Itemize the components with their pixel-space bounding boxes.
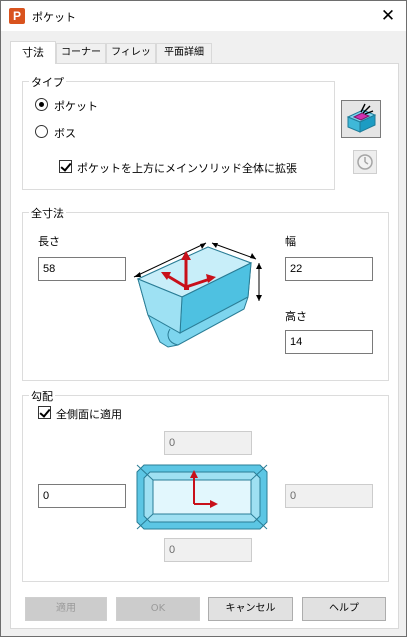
dimensions-group: 全寸法 長さ 58 幅 22 高さ 14 xyxy=(22,205,389,381)
clock-icon xyxy=(353,150,377,174)
draft-top-input[interactable]: 0 xyxy=(164,431,252,455)
type-group: タイプ ポケット ボス ポケットを上方にメインソリッド全体に拡張 xyxy=(22,74,335,190)
draft-bottom-input[interactable]: 0 xyxy=(164,538,252,562)
extend-checkbox[interactable] xyxy=(59,160,72,173)
tab-dimensions[interactable]: 寸法 xyxy=(10,41,56,64)
tab-plane-detail[interactable]: 平面詳細 xyxy=(156,43,212,63)
draft-left-input[interactable]: 0 xyxy=(38,484,126,508)
width-label: 幅 xyxy=(285,235,296,248)
apply-all-sides-checkbox[interactable] xyxy=(38,406,51,419)
height-label: 高さ xyxy=(285,310,307,323)
extend-checkbox-label: ポケットを上方にメインソリッド全体に拡張 xyxy=(77,162,297,175)
window-title: ポケット xyxy=(32,11,76,24)
help-button[interactable]: ヘルプ xyxy=(302,597,386,621)
draft-plan-diagram xyxy=(136,464,268,530)
tab-fillet[interactable]: フィレット xyxy=(106,43,156,76)
cancel-button[interactable]: キャンセル xyxy=(208,597,293,621)
length-label: 長さ xyxy=(38,235,60,248)
type-group-legend: タイプ xyxy=(29,74,66,90)
length-input[interactable]: 58 xyxy=(38,257,126,281)
draft-group-legend: 勾配 xyxy=(29,388,55,404)
apply-button[interactable]: 適用 xyxy=(25,597,107,621)
boss-radio-label: ボス xyxy=(54,127,76,140)
height-input[interactable]: 14 xyxy=(285,330,373,354)
pocket-dimension-diagram xyxy=(133,242,262,348)
tab-corner[interactable]: コーナー xyxy=(56,43,106,63)
app-icon: P xyxy=(9,8,25,24)
pocket-tool-icon xyxy=(341,100,381,138)
draft-group: 勾配 全側面に適用 0 0 0 0 xyxy=(22,388,389,582)
history-button[interactable] xyxy=(353,150,377,174)
tab-content: タイプ ポケット ボス ポケットを上方にメインソリッド全体に拡張 xyxy=(10,63,399,629)
pocket-tool-button[interactable] xyxy=(341,100,381,138)
draft-right-input[interactable]: 0 xyxy=(285,484,373,508)
pocket-radio[interactable] xyxy=(35,98,48,111)
title-bar: P ポケット ✕ xyxy=(1,1,406,31)
close-button[interactable]: ✕ xyxy=(380,6,396,26)
dimensions-group-legend: 全寸法 xyxy=(29,205,66,221)
apply-all-sides-label: 全側面に適用 xyxy=(56,408,122,421)
pocket-radio-label: ポケット xyxy=(54,100,98,113)
boss-radio[interactable] xyxy=(35,125,48,138)
width-input[interactable]: 22 xyxy=(285,257,373,281)
ok-button[interactable]: OK xyxy=(116,597,200,621)
